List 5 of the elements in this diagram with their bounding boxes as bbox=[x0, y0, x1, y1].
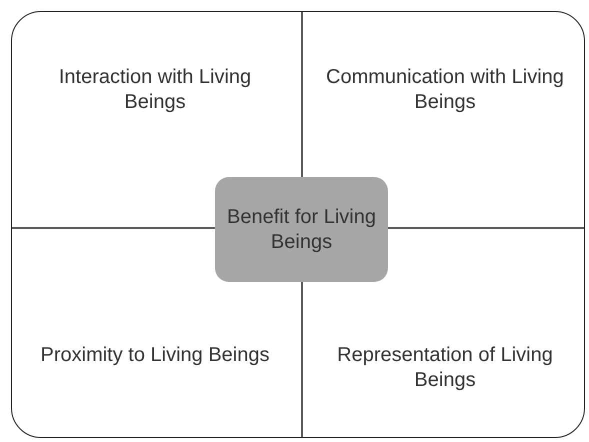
quadrant-label: Interaction with Living Beings bbox=[40, 65, 270, 115]
quadrant-label: Proximity to Living Beings bbox=[40, 343, 270, 393]
center-box: Benefit for Living Beings bbox=[215, 177, 388, 282]
quadrant-label: Representation of Living Beings bbox=[320, 343, 570, 393]
quadrant-label: Communication with Living Beings bbox=[320, 65, 570, 115]
